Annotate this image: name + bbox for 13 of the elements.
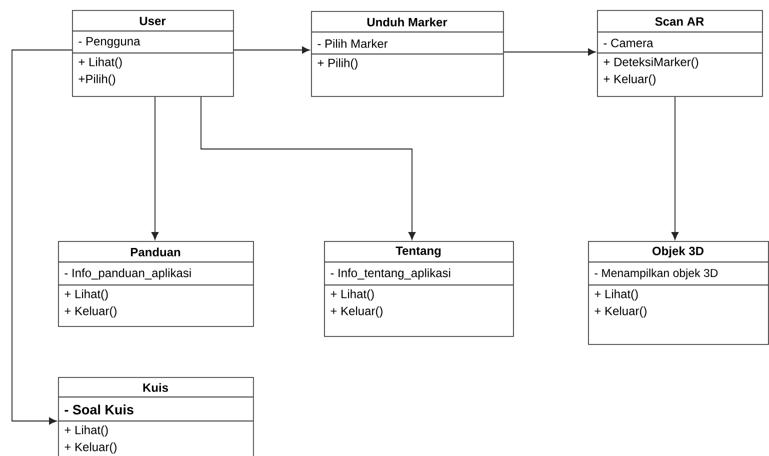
class-box: Unduh Marker - Pilih Marker + Pilih() (310, 11, 504, 97)
arrow (200, 96, 416, 240)
class-box: Panduan - Info_panduan_aplikasi + Lihat() + Keluar() (58, 241, 254, 327)
class-box: Kuis - Soal Kuis + Lihat() + Keluar() (58, 377, 254, 456)
class-box: Objek 3D - Menampilkan objek 3D + Lihat() + Keluar() (588, 241, 769, 345)
class-box: Scan AR - Camera + DeteksiMarker() + Keluar() (596, 10, 763, 97)
arrow (12, 50, 72, 425)
arrow (151, 96, 159, 240)
class-box: Tentang - Info_tentang_aplikasi + Lihat() + Keluar() (324, 241, 514, 337)
class-box: User - Pengguna + Lihat() +Pilih() (72, 10, 234, 97)
arrow (503, 48, 596, 56)
arrow (233, 46, 310, 54)
arrow (671, 96, 679, 240)
